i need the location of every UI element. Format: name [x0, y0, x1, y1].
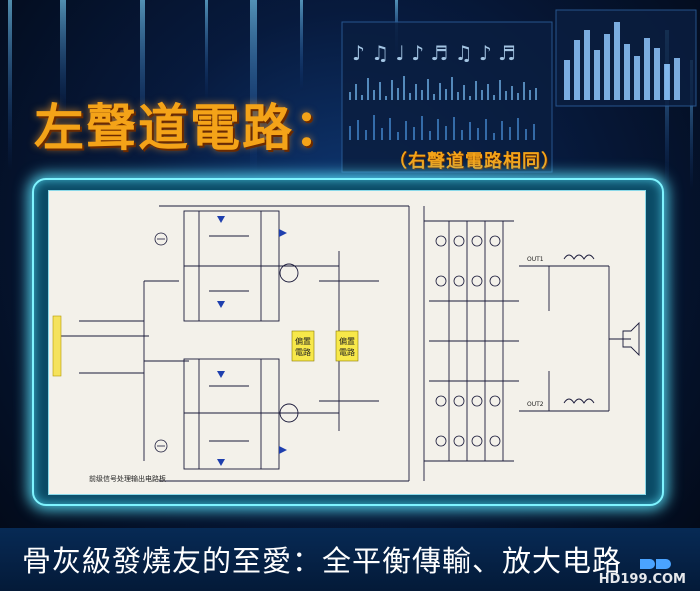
caption-bar — [0, 528, 700, 591]
out1-label: OUT1 — [527, 256, 544, 263]
circuit-schematic: 偏置 電路 偏置 電路 OUT1 OUT2 前级信号处理输出电路板 — [48, 190, 646, 495]
board-caption: 前级信号处理输出电路板 — [89, 474, 166, 483]
music-panel: ♪ ♫ ♩ ♪ ♬ ♫ ♪ ♬ — [341, 9, 697, 173]
out2-label: OUT2 — [527, 401, 544, 408]
page-subtitle: （右聲道電路相同） — [389, 151, 560, 172]
bias-box-label: 電路 — [295, 347, 311, 357]
bottom-caption: 骨灰級發燒友的至愛：全平衡傳輸、放大电路 — [22, 544, 623, 578]
bias-box-label: 電路 — [339, 347, 355, 357]
page-title: 左聲道電路： — [34, 99, 346, 157]
watermark-logo-icon — [640, 559, 671, 569]
svg-text:♪ ♫ ♩ ♪ ♬ ♫ ♪ ♬: ♪ ♫ ♩ ♪ ♬ ♫ ♪ ♬ — [352, 41, 516, 65]
watermark: HD199.COM — [598, 572, 686, 587]
bias-box-label: 偏置 — [339, 336, 355, 346]
bias-box-label: 偏置 — [295, 336, 311, 346]
